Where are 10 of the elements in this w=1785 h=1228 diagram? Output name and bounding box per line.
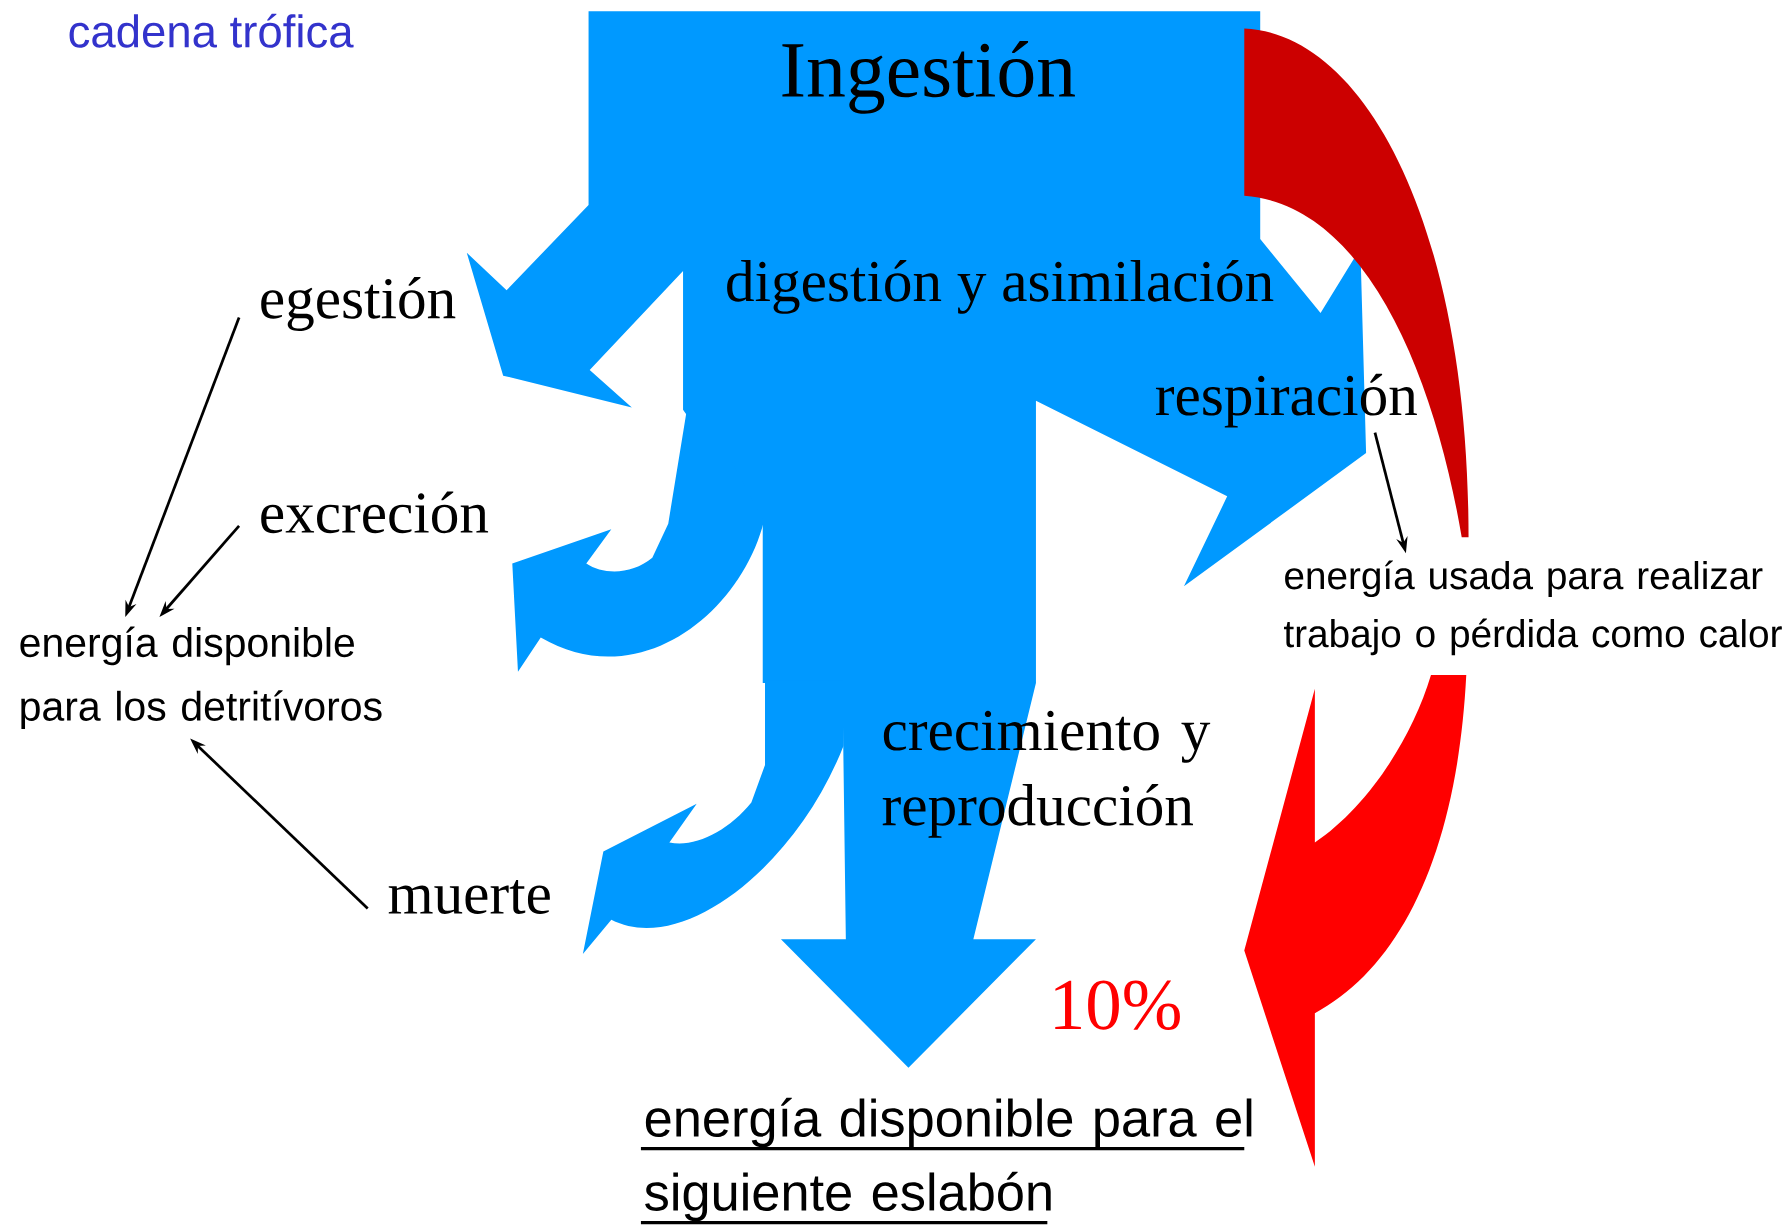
heading: Ingestión: [782, 40, 1075, 114]
flow-label: excreción: [261, 491, 489, 533]
flow-label: digestión y asimilación: [727, 259, 1274, 314]
note-text: energía disponible para los detritívoros: [20, 626, 382, 729]
flow-label: muerte: [388, 879, 550, 914]
flow-label: egestión: [261, 276, 456, 331]
title: cadena trófica: [69, 13, 354, 48]
note-text: energía usada para realizar trabajo o pérdida como calor: [1284, 560, 1782, 655]
percentage-label: 10%: [1055, 980, 1180, 1030]
note-text: energía disponible para el siguiente eslabón: [645, 1097, 1252, 1222]
